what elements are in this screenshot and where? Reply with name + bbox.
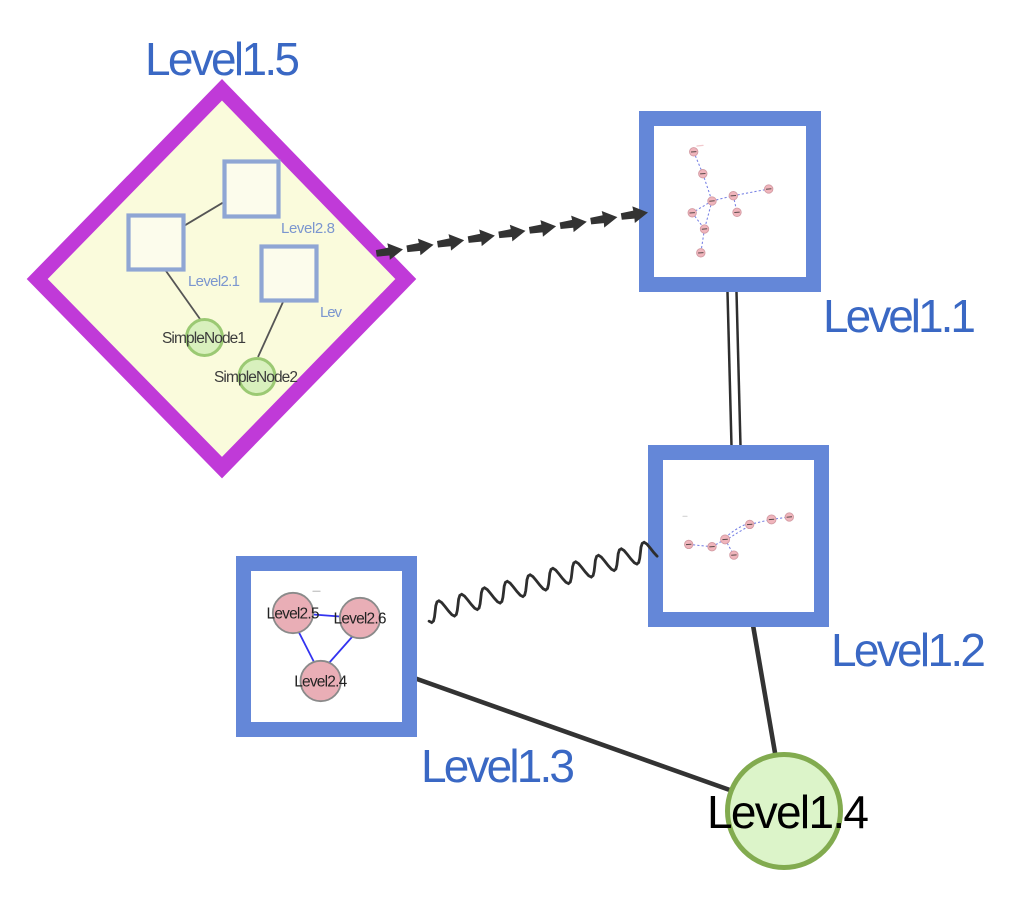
svg-text:Level1.5: Level1.5 [145,33,300,85]
svg-text:SimpleNode2: SimpleNode2 [214,369,298,386]
svg-text:Level2.1: Level2.1 [188,273,240,290]
svg-text:Level1.3: Level1.3 [421,740,575,792]
svg-text:Level2.5: Level2.5 [267,606,320,623]
svg-text:Level2.6: Level2.6 [334,611,387,628]
svg-text:Level1.2: Level1.2 [831,624,986,676]
svg-text:Lev: Lev [320,304,343,321]
svg-text:SimpleNode1: SimpleNode1 [162,330,246,347]
svg-text:Level1.4: Level1.4 [707,786,869,838]
svg-text:Level2.4: Level2.4 [294,674,347,691]
svg-text:Level1.1: Level1.1 [823,290,976,342]
svg-text:Level2.8: Level2.8 [281,220,335,237]
